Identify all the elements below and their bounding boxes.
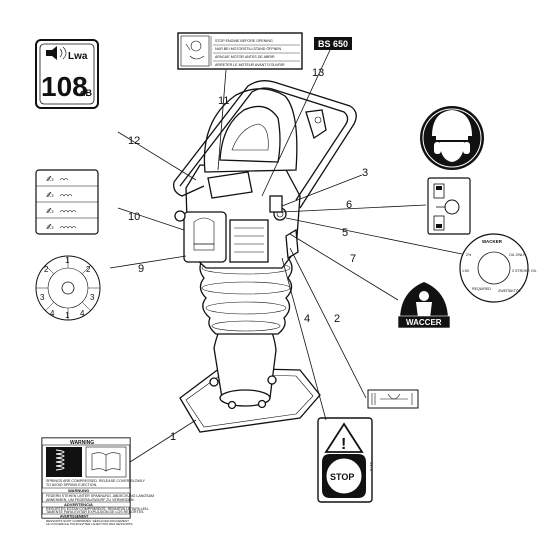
decal-throttle-positions: ✍ ✍ ✍ ✍: [35, 169, 99, 235]
oil-ring-line-5: REQUIRED: [472, 287, 491, 291]
stop-engine-line-4: ARRETER LE MOTEUR AVANT D'OUVRIR: [215, 63, 285, 67]
warning-body-4: ABNEHMEN, UM FEDERAUSWURF ZU VERMEIDEN.: [46, 498, 134, 502]
fuel-can-icon: [433, 215, 445, 231]
oil-ring-line-2: OIL ONLY: [509, 253, 526, 257]
oil-ring-line-4: 2 STROKE OIL: [512, 269, 537, 273]
stop-engine-line-2: NUR BEI MOTORSTILLSTAND ÖFFNEN: [215, 47, 282, 51]
ear-muff-left-icon: [434, 142, 441, 154]
decal-brand-logo: WACCER: [397, 282, 451, 329]
decal-lever-indicator: [367, 389, 419, 409]
warning-body-6: TAMENTE PARA EVITAR EXPULSIÓN DE LOS RES…: [46, 509, 144, 514]
fuel-pump-icon: [433, 183, 445, 199]
model-badge-text: BS 650: [318, 39, 348, 49]
bellows: [199, 257, 293, 335]
warning-body-7: RESSORTS SONT COMPRIMÉS. DÉPLACER DOUCEM…: [46, 518, 129, 523]
side-panel: [229, 219, 269, 263]
dial-number-upper-left: 2: [44, 265, 49, 274]
warning-body-1: SPRINGS ARE COMPRESSED. RELEASE COVER SL…: [46, 479, 146, 483]
decal-oil-mix: WACKER 2% OIL ONLY 1:50 2 STROKE OIL REQ…: [459, 233, 537, 303]
callout-5: 5: [342, 227, 348, 239]
stop-sign-label: STOP: [330, 472, 354, 482]
callout-13: 13: [312, 67, 324, 79]
noise-unit: dB: [80, 88, 92, 98]
warning-heading-es: ADVERTENCIA: [64, 502, 93, 507]
dial-number-lower-right: 4: [80, 309, 85, 318]
spring-icon: [55, 449, 65, 471]
warning-body-8: LE COUVERCLE POUR EVITER L'ÉJECTION DES …: [46, 521, 134, 526]
head-icon: [440, 142, 464, 162]
dial-number-upper-right: 2: [86, 265, 91, 274]
callout-2: 2: [334, 313, 340, 325]
callout-12: 12: [128, 135, 140, 147]
warning-body-3: FEDERN STEHEN UNTER SPANNUNG. ABDECKUNG …: [46, 494, 154, 498]
ear-muff-right-icon: [463, 142, 470, 154]
dial-number-left: 3: [40, 293, 45, 302]
decal-noise-level: Lwa 108 dB: [35, 39, 99, 109]
throttle-run-icon: ✍: [46, 175, 54, 185]
leader-lines: [109, 49, 463, 463]
decal-stop-engine: STOP ENGINE BEFORE OPENING NUR BEI MOTOR…: [177, 32, 303, 70]
decal-fuel: [427, 177, 471, 235]
callout-4: 4: [304, 313, 310, 325]
warning-body-2: TO AVOID SPRING EJECTION.: [46, 483, 97, 487]
figure-head-icon: [419, 291, 429, 301]
callout-6: 6: [346, 199, 352, 211]
manual-book-icon: [91, 452, 121, 472]
rammer-illustration: [173, 80, 357, 433]
warning-heading-fr: AVERTISSEMENT: [60, 515, 90, 519]
decal-spring-warning: WARNING SPRINGS ARE COMPRESSED. RELEASE …: [41, 437, 154, 526]
dial-number-top: 1: [65, 256, 70, 265]
warning-heading-en: WARNING: [70, 440, 94, 446]
handle-frame: [173, 80, 357, 209]
stop-engine-line-1: STOP ENGINE BEFORE OPENING: [215, 39, 273, 43]
oil-ring-line-6: ZWEITAKTÖL: [498, 289, 521, 293]
oil-ring-line-1: 2%: [466, 253, 472, 257]
oil-ring-line-3: 1:50: [462, 269, 469, 273]
noise-value: 108: [41, 71, 88, 102]
dial-number-bottom: 1: [65, 311, 70, 320]
callout-3: 3: [362, 167, 368, 179]
throttle-idle-icon: ✍: [46, 191, 54, 201]
front-panel: [183, 211, 227, 263]
dial-number-lower-left: 4: [50, 309, 55, 318]
stop-engine-line-3: APAGUE MOTOR ANTES DE ABRIR: [215, 55, 275, 59]
warning-exclamation-icon: !: [341, 436, 346, 453]
callout-1: 1: [170, 431, 176, 443]
decal-ear-protection: [420, 106, 484, 170]
speaker-icon: [46, 46, 57, 60]
oil-ring-brand: WACKER: [482, 239, 503, 244]
callout-numbers: 1 2 3 4 5 6 7 8 9 10 11 12 13: [128, 67, 368, 443]
decal-dial: 1 2 2 3 3 4 4 1: [35, 255, 101, 321]
decal-model-badge: BS 650: [314, 37, 352, 50]
callout-7: 7: [350, 253, 356, 265]
stop-sign-code: 0176: [369, 462, 374, 472]
dial-number-right: 3: [90, 293, 95, 302]
warning-triangle-icon: [324, 422, 364, 453]
hard-hat-icon: [432, 110, 472, 136]
throttle-stop-icon: ✍: [46, 223, 54, 233]
throttle-start-icon: ✍: [46, 207, 54, 217]
callout-9: 9: [138, 263, 144, 275]
noise-lwa-label: Lwa: [68, 51, 88, 62]
callout-10: 10: [128, 211, 140, 223]
decal-stop-warning: ! STOP 0176: [317, 417, 374, 503]
warning-heading-de: WARNUNG: [68, 488, 89, 493]
callout-11: 11: [218, 95, 229, 107]
brand-logo-text: WACCER: [406, 318, 442, 327]
warning-body-5: RESORTES ESTAN COMPRIMIDOS. REMUEVA LA T…: [46, 507, 150, 511]
